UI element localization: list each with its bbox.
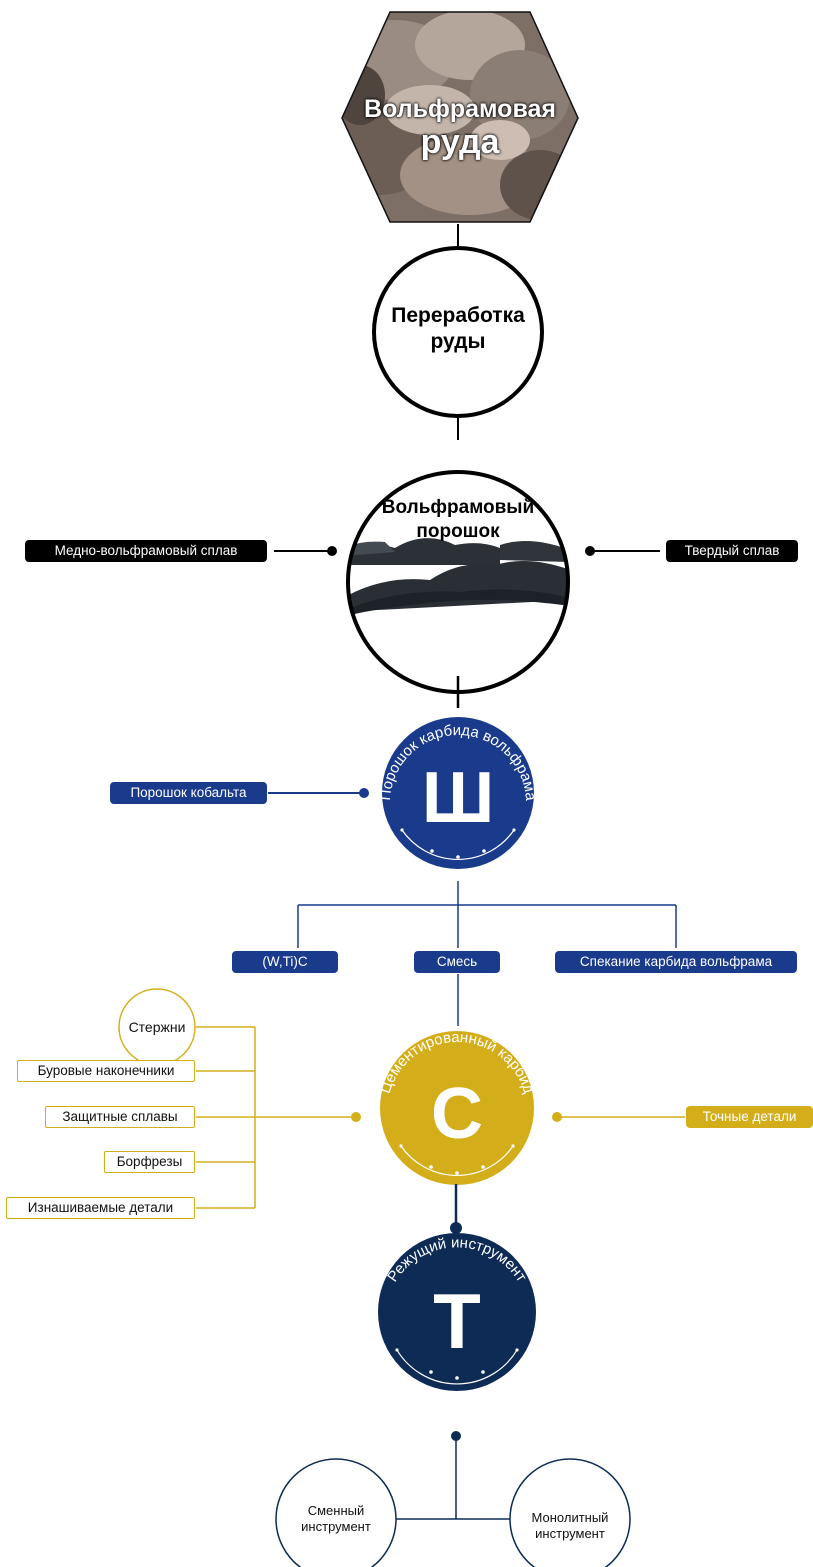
hard-alloy-label: Твердый сплав: [666, 540, 798, 562]
replaceable-tool-line1: Сменный: [307, 1503, 365, 1518]
application-item: Защитные сплавы: [45, 1106, 195, 1128]
application-item: Изнашиваемые детали: [6, 1197, 195, 1219]
powder-title-line1: Вольфрамовый: [381, 497, 535, 518]
application-item: Буровые наконечники: [17, 1060, 195, 1082]
ore-title-line2: руда: [420, 122, 500, 161]
replaceable-tool-line2: инструмент: [301, 1518, 371, 1534]
cemented-letter: С: [431, 1074, 483, 1154]
ore-title-line1: Вольфрамовая: [364, 95, 556, 123]
copper-tungsten-label: Медно-вольфрамовый сплав: [25, 540, 267, 562]
solid-tool-circle: [509, 1458, 631, 1567]
replaceable-tool-label: Сменный инструмент: [282, 1503, 390, 1534]
solid-tool-label: Монолитный инструмент: [516, 1510, 624, 1541]
cobalt-powder-label: Порошок кобальта: [110, 782, 267, 804]
processing-title: Переработка руды: [374, 303, 542, 356]
mixture-label: Смесь: [414, 951, 500, 973]
replaceable-tool-circle: [275, 1458, 397, 1567]
cemented-carbide-circle: [380, 1031, 534, 1185]
solid-tool-line2: инструмент: [535, 1525, 605, 1541]
wc-powder-circle: [382, 717, 534, 869]
wc-powder-letter: Ш: [422, 758, 494, 838]
wtic-label: (W,Ti)C: [232, 951, 338, 973]
sintering-label: Спекание карбида вольфрама: [555, 951, 797, 973]
rods-label: Стержни: [128, 1019, 186, 1035]
cutting-tool-circle: [378, 1233, 536, 1391]
powder-title-line2: порошок: [416, 520, 500, 542]
powder-circle: [346, 470, 570, 694]
processing-title-line2: руды: [430, 330, 486, 354]
precision-parts-label: Точные детали: [686, 1106, 813, 1128]
ore-hexagon: [341, 11, 579, 223]
processing-circle: [372, 246, 544, 418]
powder-title: Вольфрамовый порошок: [358, 496, 558, 544]
application-item: Борфрезы: [104, 1151, 195, 1173]
cutting-letter: Т: [433, 1277, 481, 1365]
ore-title: Вольфрамовая руда: [342, 95, 578, 161]
processing-title-line1: Переработка: [391, 304, 525, 327]
solid-tool-line1: Монолитный: [531, 1510, 609, 1525]
